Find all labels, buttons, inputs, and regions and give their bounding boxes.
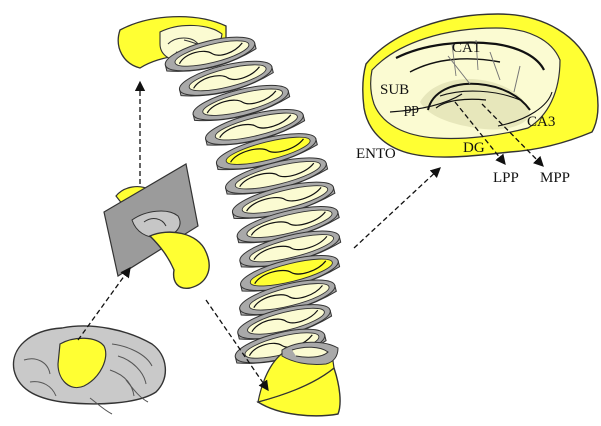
rat-brain: [13, 326, 165, 414]
label-ento: ENTO: [356, 146, 396, 162]
isolated-hippocampus: [104, 164, 209, 288]
label-ca1: CA1: [452, 40, 480, 56]
label-pp: pp: [404, 101, 419, 117]
label-mpp: MPP: [540, 170, 570, 186]
label-ca3: CA3: [527, 114, 555, 130]
arrow-to-enlarged-slice: [354, 168, 440, 248]
label-dg: DG: [463, 140, 485, 156]
label-sub: SUB: [380, 82, 409, 98]
label-lpp: LPP: [493, 170, 519, 186]
